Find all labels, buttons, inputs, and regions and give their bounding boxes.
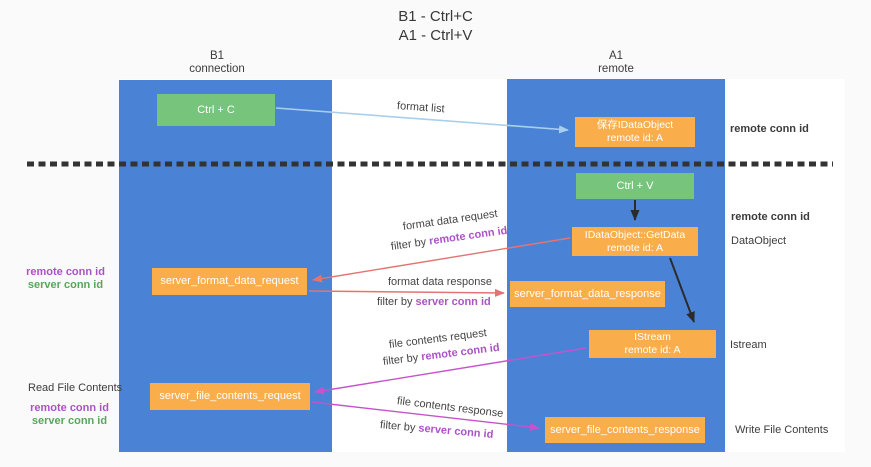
column-a1-name: A1	[608, 50, 624, 62]
conn-id-annotation-left-bottom: remote conn id server conn id	[22, 402, 117, 428]
save-idataobject-line2: remote id: A	[606, 132, 664, 144]
server-format-data-response-label: server_format_data_response	[514, 287, 661, 300]
server-file-contents-response-box: server_file_contents_response	[545, 417, 705, 443]
column-b1-name: B1	[209, 50, 225, 62]
column-b1-subtitle: connection	[189, 63, 245, 75]
server-file-contents-request-label: server_file_contents_request	[159, 390, 301, 402]
server-conn-id-text: server conn id	[31, 415, 108, 427]
server-file-contents-response-label: server_file_contents_response	[550, 423, 700, 436]
idataobject-getdata-line1: IDataObject::GetData	[584, 228, 686, 241]
filter-by-text: filter by	[377, 296, 413, 308]
remote-conn-id-annotation-mid: remote conn id	[731, 211, 810, 223]
istream-line2: remote id: A	[624, 344, 681, 356]
column-header-a1: A1 remote	[507, 50, 725, 76]
remote-conn-id-annotation-top: remote conn id	[730, 123, 809, 135]
istream-line1: IStream	[634, 331, 671, 343]
idataobject-getdata-box: IDataObject::GetData remote id: A	[572, 227, 698, 256]
title-line-1: B1 - Ctrl+C	[398, 8, 473, 25]
server-format-data-response-box: server_format_data_response	[510, 281, 665, 307]
write-file-contents-annotation: Write File Contents	[735, 424, 829, 436]
dataobject-annotation: DataObject	[731, 235, 787, 247]
ctrl-c-label: Ctrl + C	[197, 103, 235, 116]
save-idataobject-line1: 保存IDataObject	[596, 119, 674, 131]
format-data-response-label: format data response	[388, 276, 492, 288]
format-response-filter-label: filter by server conn id	[377, 296, 491, 308]
column-a1-subtitle: remote	[598, 63, 634, 75]
conn-id-annotation-left-top: remote conn id server conn id	[18, 266, 113, 292]
istream-annotation: Istream	[730, 339, 767, 351]
server-conn-id-text: server conn id	[415, 296, 491, 308]
ctrl-v-box: Ctrl + V	[576, 173, 694, 199]
read-file-contents-annotation: Read File Contents	[28, 382, 123, 394]
remote-conn-id-text: remote conn id	[30, 402, 109, 414]
save-idataobject-box: 保存IDataObject remote id: A	[575, 117, 695, 147]
column-header-b1: B1 connection	[119, 50, 315, 76]
idataobject-getdata-line2: remote id: A	[606, 241, 664, 254]
server-format-data-request-box: server_format_data_request	[152, 268, 307, 295]
remote-conn-id-text: remote conn id	[26, 266, 105, 278]
istream-box: IStream remote id: A	[589, 330, 716, 358]
server-format-data-request-label: server_format_data_request	[160, 275, 299, 287]
ctrl-c-box: Ctrl + C	[157, 94, 275, 126]
title-line-2: A1 - Ctrl+V	[398, 27, 473, 44]
diagram-title: B1 - Ctrl+C A1 - Ctrl+V	[0, 7, 871, 45]
server-conn-id-text: server conn id	[27, 279, 104, 291]
ctrl-v-label: Ctrl + V	[616, 179, 654, 192]
server-file-contents-request-box: server_file_contents_request	[150, 383, 310, 410]
